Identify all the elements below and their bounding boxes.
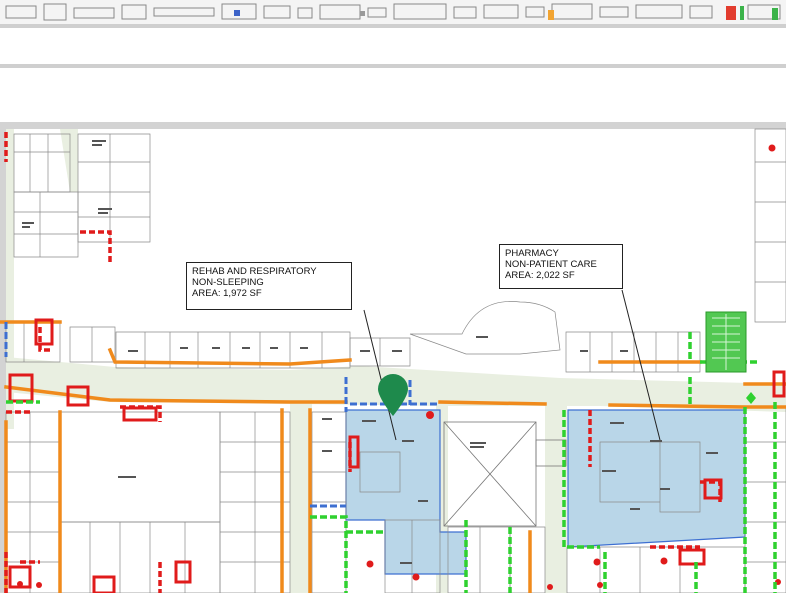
callout-rehab-respiratory: REHAB AND RESPIRATORY NON-SLEEPING AREA:…: [186, 262, 352, 310]
callout-area: AREA: 1,972 SF: [192, 288, 262, 299]
callout-category: NON-PATIENT CARE: [505, 259, 597, 270]
red-walls: [4, 132, 722, 593]
callout-title: REHAB AND RESPIRATORY: [192, 266, 317, 277]
floor-plan-map[interactable]: REHAB AND RESPIRATORY NON-SLEEPING AREA:…: [0, 122, 786, 593]
atrium: [443, 421, 567, 527]
orange-walls: [0, 320, 786, 593]
callout-area: AREA: 2,022 SF: [505, 270, 575, 281]
map-pin-icon[interactable]: [376, 372, 410, 418]
divider-line: [0, 64, 786, 68]
callout-category: NON-SLEEPING: [192, 277, 264, 288]
room-labels: [22, 140, 718, 564]
stair-core: [705, 311, 756, 404]
callout-pharmacy: PHARMACY NON-PATIENT CARE AREA: 2,022 SF: [499, 244, 623, 289]
top-image-strip: [0, 0, 786, 24]
callout-title: PHARMACY: [505, 248, 559, 259]
green-walls: [6, 332, 777, 593]
callout-leaders: [363, 289, 661, 441]
floor-plan-drawing: [0, 128, 786, 593]
highlighted-rooms: [345, 409, 746, 575]
divider-line: [0, 24, 786, 28]
